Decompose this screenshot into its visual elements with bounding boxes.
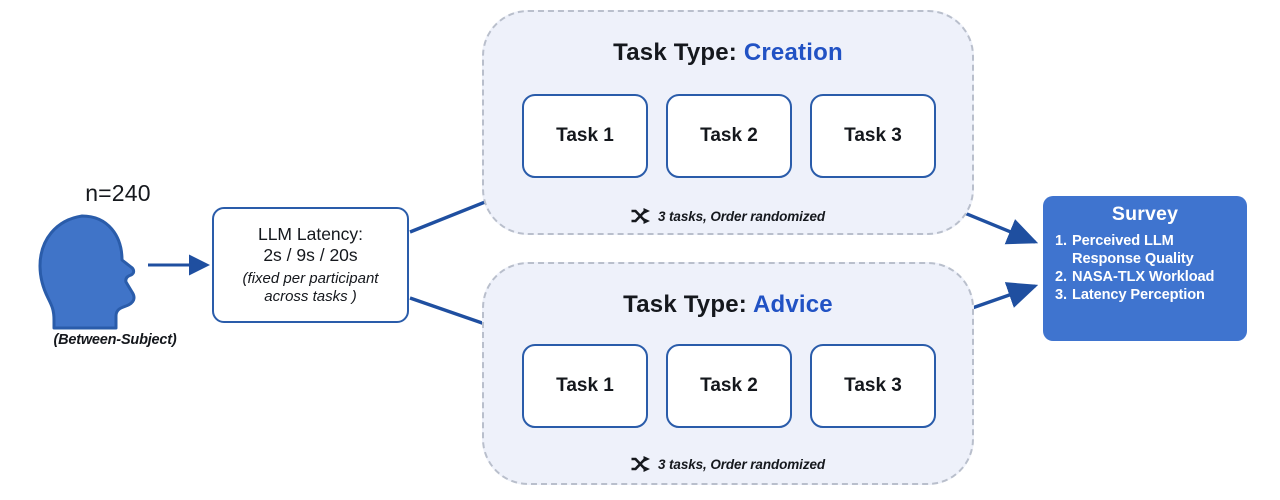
survey-item-number: 2. <box>1055 269 1067 286</box>
latency-note-line-2: across tasks ) <box>264 288 357 306</box>
llm-latency-box: LLM Latency: 2s / 9s / 20s (fixed per pa… <box>212 207 409 323</box>
panel-title-prefix: Task Type: <box>623 291 753 318</box>
panel-title-advice: Task Type: Advice <box>484 291 972 319</box>
survey-item-number: 1. <box>1055 233 1067 249</box>
task-box-advice-2[interactable]: Task 2 <box>666 344 792 428</box>
participants-group: n=240 (Between-Subject) <box>20 180 210 365</box>
task-panel-creation: Task Type: Creation Task 1 Task 2 Task 3… <box>482 10 974 235</box>
survey-item: 1. Perceived LLM Response Quality <box>1055 232 1239 268</box>
task-box-creation-3[interactable]: Task 3 <box>810 94 936 178</box>
survey-item-text: Perceived LLM Response Quality <box>1072 233 1194 268</box>
latency-values: 2s / 9s / 20s <box>263 244 358 265</box>
survey-item-text: NASA-TLX Workload <box>1072 269 1215 286</box>
shuffle-icon <box>631 456 650 472</box>
panel-title-accent: Creation <box>743 39 843 66</box>
randomize-note-advice: 3 tasks, Order randomized <box>484 456 972 472</box>
shuffle-icon <box>631 208 650 224</box>
head-profile-icon <box>38 214 136 330</box>
survey-item: 3. Latency Perception <box>1055 286 1239 304</box>
latency-note-line-1: (fixed per participant <box>242 270 379 288</box>
task-box-advice-3[interactable]: Task 3 <box>810 344 936 428</box>
randomize-note-text-creation: 3 tasks, Order randomized <box>657 208 826 224</box>
panel-title-creation: Task Type: Creation <box>484 39 972 67</box>
survey-item-list: 1. Perceived LLM Response Quality 2. NASA-… <box>1043 232 1247 304</box>
randomize-note-creation: 3 tasks, Order randomized <box>484 208 972 224</box>
task-box-creation-1[interactable]: Task 1 <box>522 94 648 178</box>
task-panel-advice: Task Type: Advice Task 1 Task 2 Task 3 3… <box>482 262 974 485</box>
task-box-advice-1[interactable]: Task 1 <box>522 344 648 428</box>
task-box-creation-2[interactable]: Task 2 <box>666 94 792 178</box>
panel-title-prefix: Task Type: <box>613 39 744 66</box>
panel-title-accent: Advice <box>752 291 833 318</box>
survey-item-text: Latency Perception <box>1072 287 1205 304</box>
randomize-note-text-advice: 3 tasks, Order randomized <box>657 456 826 472</box>
survey-item-number: 3. <box>1055 287 1067 304</box>
sample-size-label: n=240 <box>85 180 151 206</box>
survey-title: Survey <box>1111 203 1179 225</box>
between-subject-label: (Between-Subject) <box>53 332 177 348</box>
survey-item: 2. NASA-TLX Workload <box>1055 268 1239 286</box>
survey-box: Survey 1. Perceived LLM Response Quality … <box>1043 196 1247 341</box>
latency-title: LLM Latency: <box>257 223 364 244</box>
